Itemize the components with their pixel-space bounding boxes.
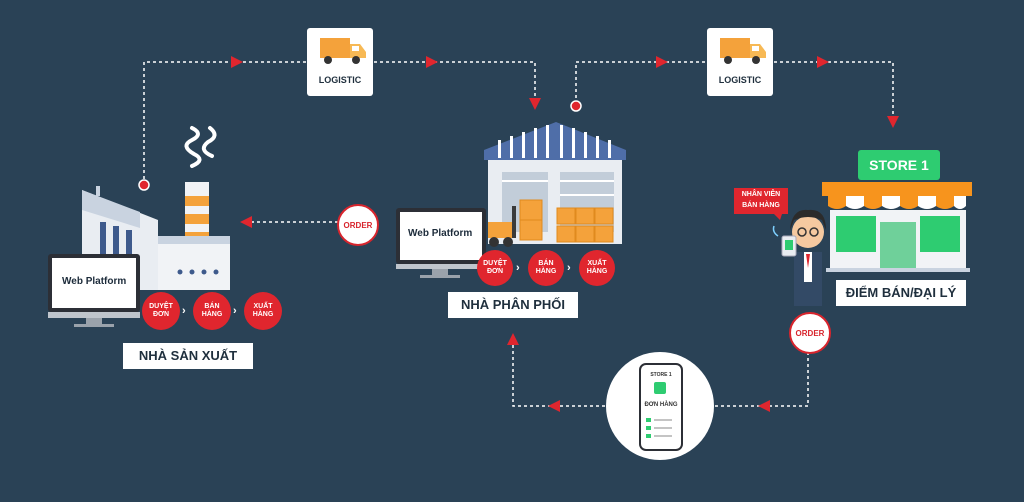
web-platform-label-left: Web Platform	[62, 276, 127, 287]
step-chevron-icon: ›	[233, 305, 237, 317]
step-chevron-icon: ›	[182, 305, 186, 317]
retailer-label: ĐIỂM BÁN/ĐẠI LÝ	[836, 280, 966, 306]
flow-logistic-to-distributor	[374, 61, 536, 100]
logistic-card-left: LOGISTIC	[307, 28, 373, 96]
step-chevron-icon: ›	[567, 262, 571, 274]
distributor-label: NHÀ PHÂN PHỐI	[448, 292, 578, 318]
step-approve-left: DUYỆT ĐƠN	[142, 292, 180, 330]
step-approve-middle: DUYỆT ĐƠN	[477, 250, 513, 286]
phone-store-label: STORE 1	[650, 372, 672, 378]
salesperson-tag	[734, 188, 788, 220]
logistic-label: LOGISTIC	[318, 75, 362, 85]
flow-start-dot	[570, 100, 582, 112]
step-chevron-icon: ›	[516, 262, 520, 274]
flow-manufacturer-to-logistic	[143, 61, 306, 185]
flow-app-to-distributor	[512, 336, 605, 407]
flow-store-to-app	[715, 352, 809, 407]
manufacturer-label: NHÀ SẢN XUẤT	[123, 343, 253, 369]
order-badge-top: ORDER	[337, 204, 379, 246]
flow-arrows	[231, 56, 899, 412]
logistic-card-right: LOGISTIC	[707, 28, 773, 96]
flow-start-dot	[138, 179, 150, 191]
forklift-icon	[488, 206, 516, 247]
connector-lines	[143, 61, 894, 407]
monitor-left	[48, 254, 140, 327]
logistic-label: LOGISTIC	[718, 75, 762, 85]
phone-title: ĐƠN HÀNG	[644, 402, 678, 408]
order-badge-bottom: ORDER	[789, 312, 831, 354]
store-illustration	[822, 150, 972, 272]
step-sell-middle: BÁN HÀNG	[528, 250, 564, 286]
salesperson-illustration	[772, 209, 826, 306]
monitor-middle	[396, 208, 486, 278]
salesperson-tag-text: NHÂN VIÊN BÁN HÀNG	[741, 191, 781, 209]
warehouse-illustration	[484, 122, 626, 247]
order-app-circle	[606, 352, 714, 460]
store-sign: STORE 1	[869, 157, 929, 173]
step-sell-left: BÁN HÀNG	[193, 292, 231, 330]
flow-logistic-to-store	[774, 61, 894, 120]
step-ship-middle: XUẤT HÀNG	[579, 250, 615, 286]
step-ship-left: XUẤT HÀNG	[244, 292, 282, 330]
web-platform-label-middle: Web Platform	[408, 228, 473, 239]
